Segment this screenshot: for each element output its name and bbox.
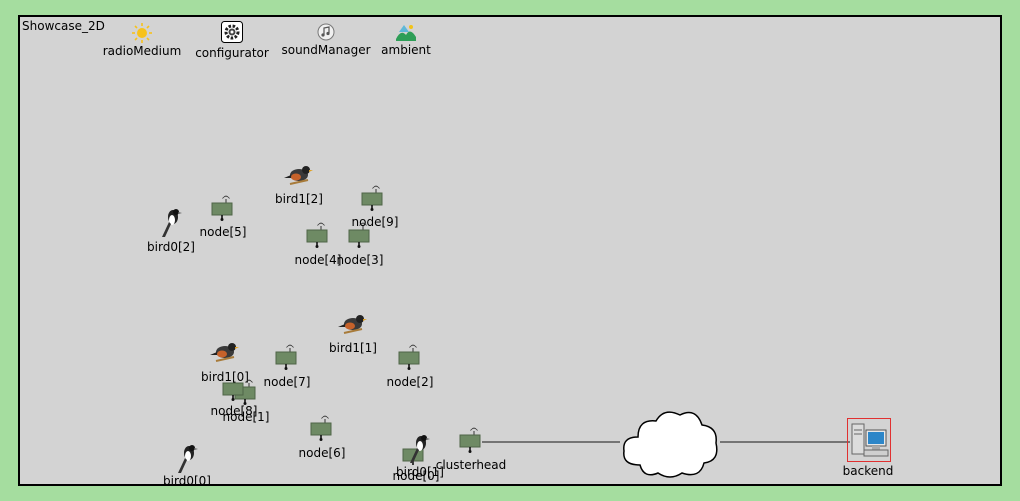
connection-links (482, 441, 850, 443)
node-label: node[6] (298, 446, 346, 460)
bird-label: bird0[0] (163, 474, 211, 486)
music-note-icon (317, 23, 335, 41)
node-label: node[0] (392, 469, 440, 483)
sensor-node-icon (310, 415, 332, 441)
cloud-icon (623, 411, 718, 478)
node-label: node[5] (199, 225, 247, 239)
sensor-node-icon (361, 185, 383, 211)
network-title: Showcase_2D (22, 19, 105, 33)
magpie-icon (178, 445, 198, 473)
gear-icon (221, 21, 243, 43)
backend-label: backend (842, 464, 894, 478)
network-canvas[interactable]: Showcase_2D radioMedium configurator (18, 15, 1002, 486)
sound-manager-label: soundManager (281, 43, 371, 57)
sensor-node-icon (306, 222, 328, 248)
ambient-label: ambient (381, 43, 431, 57)
selection-highlight (847, 418, 891, 462)
sensor-node-icon (459, 427, 481, 453)
sun-icon (132, 23, 152, 43)
node-label: node[3] (336, 253, 384, 267)
node-label: node[8] (210, 404, 258, 418)
node-label: node[2] (386, 375, 434, 389)
clusterhead-label: clusterhead (435, 458, 507, 472)
internet-cloud-label: internetCloud (629, 483, 711, 484)
landscape-icon (396, 25, 416, 41)
magpie-icon (162, 209, 182, 237)
bird-label: bird0[1] (396, 465, 444, 479)
sensor-node-icon (222, 382, 244, 401)
node-label: node[1] (222, 410, 270, 424)
computer-icon (851, 423, 889, 457)
bird-label: bird1[1] (329, 341, 377, 355)
sensor-node-icon (398, 344, 420, 370)
robin-icon (338, 315, 367, 334)
robin-icon (210, 343, 239, 362)
robin-icon (284, 166, 313, 185)
configurator-label: configurator (195, 46, 269, 60)
bird-label: bird0[2] (147, 240, 195, 254)
radio-medium-label: radioMedium (102, 44, 182, 58)
node-label: node[4] (294, 253, 342, 267)
node-label: node[9] (351, 215, 399, 229)
magpie-icon (410, 435, 430, 463)
node-label: node[7] (263, 375, 311, 389)
bird-label: bird1[2] (275, 192, 323, 206)
sensor-node-icon (275, 344, 297, 370)
bird-label: bird1[0] (201, 370, 249, 384)
sensor-node-icon (348, 222, 370, 248)
sensor-node-icon (211, 195, 233, 221)
